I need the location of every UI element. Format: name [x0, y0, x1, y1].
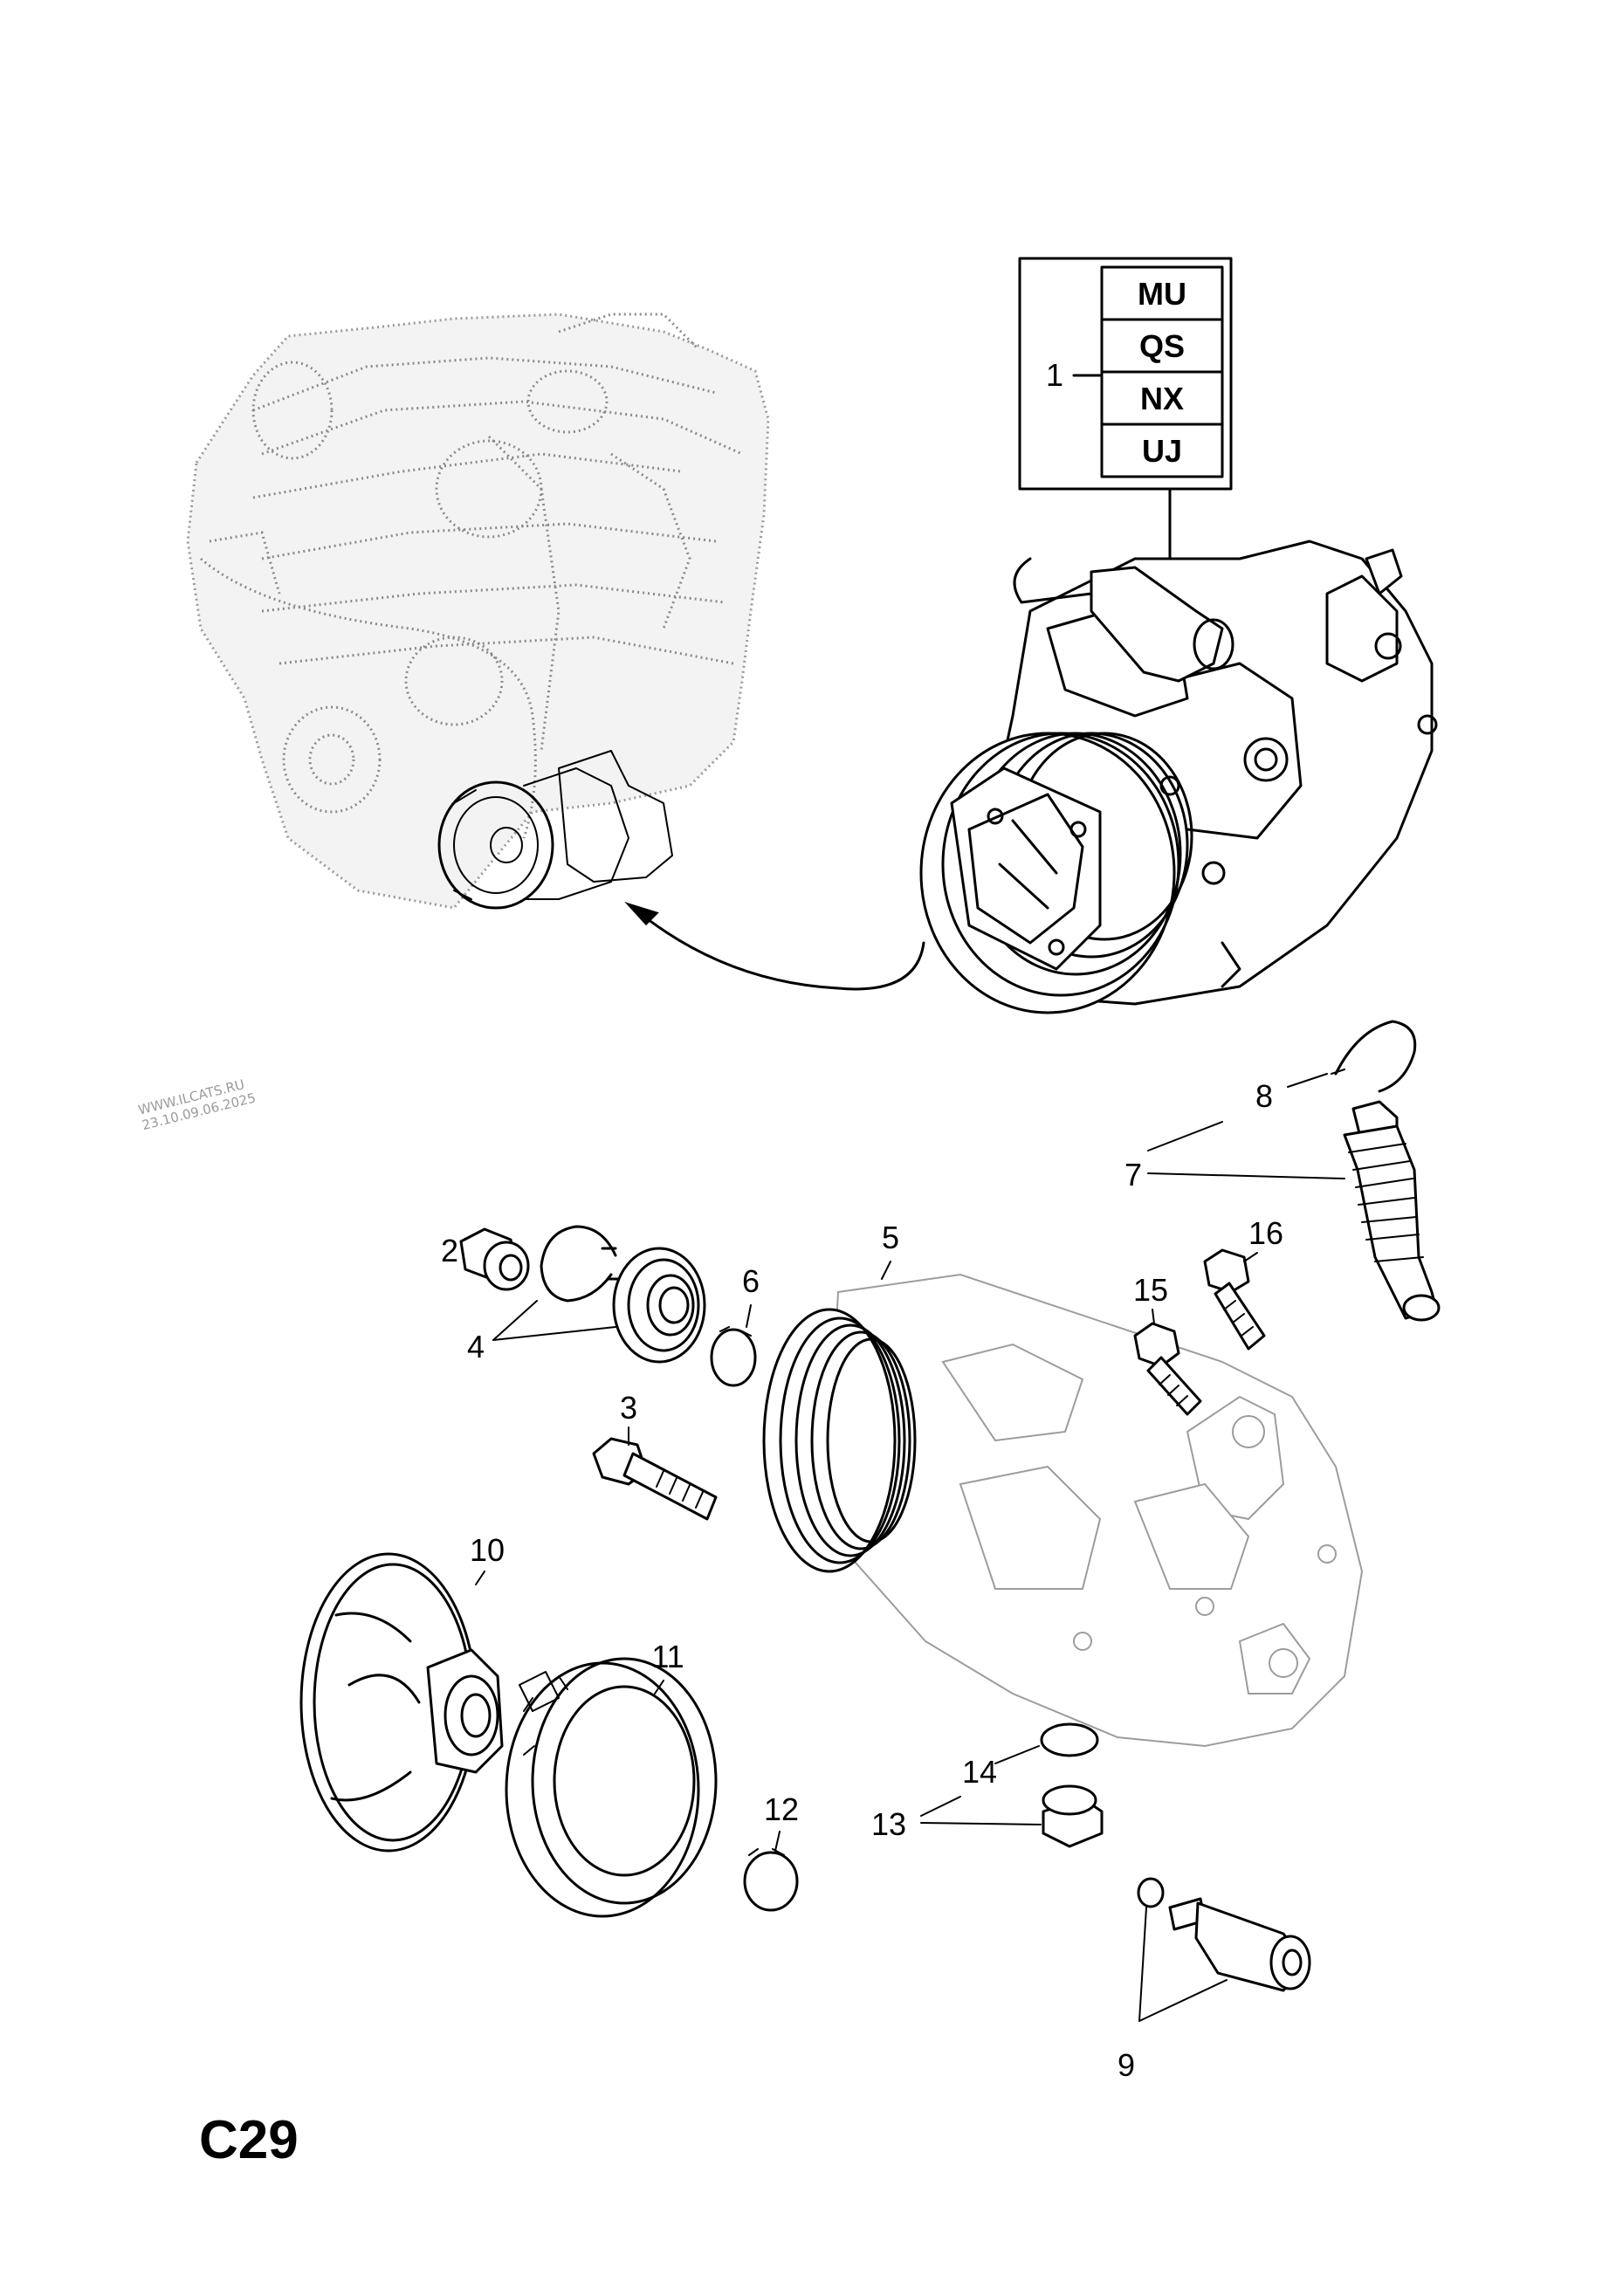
callout-14: 14 — [962, 1754, 997, 1790]
callout-5: 5 — [882, 1220, 899, 1255]
part-2-nut — [459, 1227, 530, 1291]
location-arrow — [634, 908, 925, 991]
variant-code-qs: QS — [1139, 328, 1185, 364]
callout-13: 13 — [871, 1806, 906, 1842]
part-8-circlip — [1287, 1020, 1417, 1093]
engine-overview-illustration — [186, 313, 770, 910]
variant-code-mu: MU — [1138, 276, 1186, 312]
part-11-pulley — [505, 1657, 718, 1918]
part-3-bolt — [592, 1426, 718, 1521]
callout-10: 10 — [470, 1532, 505, 1568]
part-6-snap-ring — [710, 1304, 757, 1387]
part-16-bolt — [1203, 1248, 1266, 1351]
callout-4: 4 — [467, 1329, 485, 1365]
part-10-clutch-plate — [299, 1552, 504, 1853]
callout-16: 16 — [1248, 1215, 1283, 1251]
engine-compressor-location — [437, 750, 673, 910]
part-5-compressor-body — [762, 1261, 1364, 1748]
callout-7: 7 — [1124, 1157, 1142, 1193]
page-code: C29 — [199, 2110, 299, 2170]
variant-code-uj: UJ — [1142, 433, 1182, 469]
callout-9: 9 — [1118, 2047, 1135, 2083]
part-12-snap-ring — [743, 1831, 799, 1912]
part-7-control-valve — [1147, 1100, 1441, 1322]
variant-code-nx: NX — [1140, 381, 1184, 416]
callout-6: 6 — [742, 1263, 760, 1299]
part-13-plug — [920, 1784, 1104, 1848]
watermark: WWW.ILCATS.RU 23.10.09.06.2025 — [136, 1076, 257, 1133]
part-9-pressure-switch — [1137, 1877, 1311, 2022]
callout-8: 8 — [1255, 1078, 1273, 1114]
variant-code-table: MU QS NX UJ 1 — [1018, 257, 1233, 491]
part-4-circlip-and-bearing — [492, 1225, 706, 1364]
location-arrow-head — [624, 901, 659, 926]
part-15-bolt — [1133, 1309, 1202, 1416]
callout-1: 1 — [1046, 357, 1063, 393]
callout-12: 12 — [764, 1791, 799, 1827]
callout-3: 3 — [620, 1390, 637, 1426]
callout-2: 2 — [441, 1233, 458, 1268]
callout-15: 15 — [1133, 1272, 1168, 1308]
compressor-assembly-illustration — [919, 540, 1438, 1014]
callout-11: 11 — [651, 1639, 684, 1674]
part-14-o-ring — [994, 1722, 1099, 1764]
